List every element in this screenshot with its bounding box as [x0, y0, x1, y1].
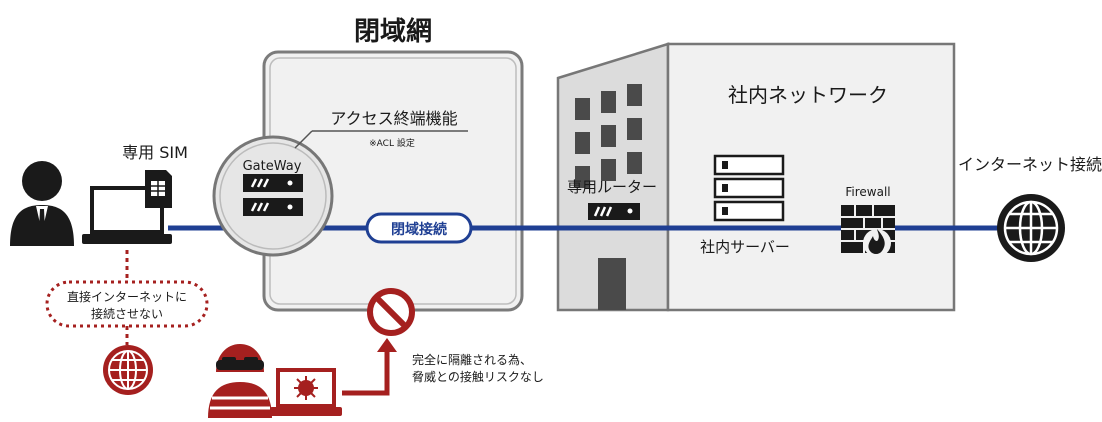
closed-network-title: 閉域網	[354, 16, 432, 47]
company-building	[556, 42, 956, 312]
attack-arrow	[342, 350, 390, 396]
acl-note: ※ACL 設定	[369, 137, 415, 149]
prohibited-icon	[367, 288, 415, 336]
closed-connection-label: 閉域接続	[391, 221, 447, 238]
user-icon	[10, 161, 74, 246]
firewall-label: Firewall	[845, 185, 890, 199]
company-network-label: 社内ネットワーク	[728, 83, 888, 107]
no-direct-internet-box	[45, 280, 209, 328]
router-label: 専用ルーター	[567, 178, 657, 196]
blocked-globe-icon	[103, 345, 153, 395]
infected-laptop-icon	[270, 368, 342, 416]
gateway-label: GateWay	[243, 159, 302, 174]
access-terminal-label: アクセス終端機能	[330, 109, 457, 128]
server-label: 社内サーバー	[700, 238, 790, 256]
no-direct-internet-line2: 接続させない	[91, 306, 163, 321]
no-direct-internet-line1: 直接インターネットに	[67, 289, 187, 304]
gateway-device	[212, 135, 334, 257]
sim-card-icon	[145, 170, 172, 208]
internet-label: インターネット接続	[958, 155, 1102, 174]
isolation-note-line2: 脅威との接触リスクなし	[412, 369, 544, 384]
isolation-note-line1: 完全に隔離される為、	[412, 352, 532, 367]
router-device	[588, 203, 640, 220]
internet-globe-icon	[997, 194, 1065, 262]
closed-connection-pill	[365, 212, 473, 244]
server-icon	[713, 154, 785, 222]
sim-label: 専用 SIM	[122, 143, 188, 162]
hacker-icon	[208, 344, 272, 418]
firewall-icon	[841, 205, 895, 257]
